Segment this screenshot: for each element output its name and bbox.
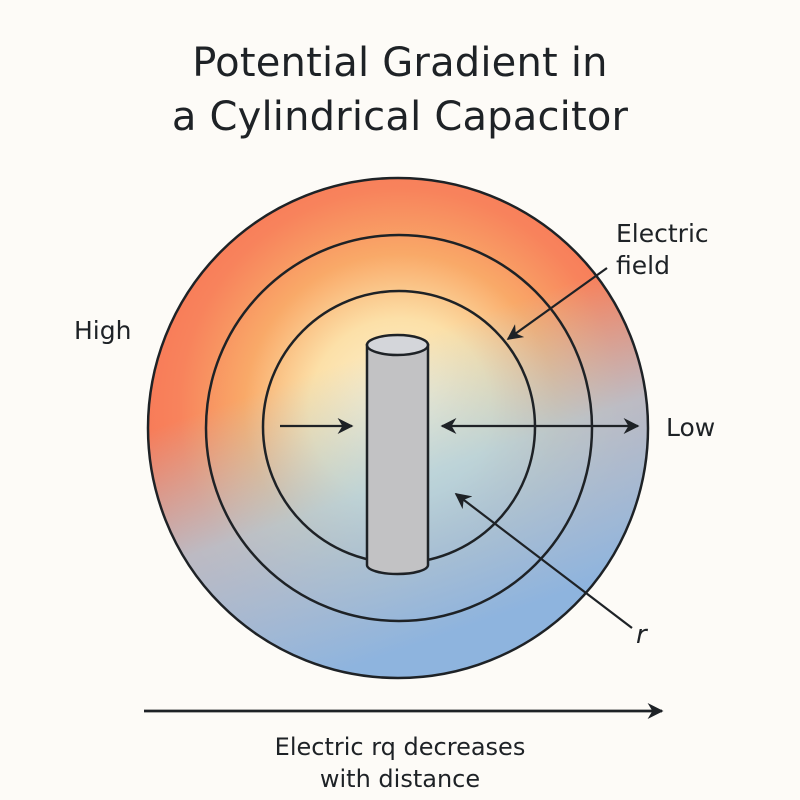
title-line-1: Potential Gradient in bbox=[192, 40, 608, 86]
field-arrows bbox=[144, 267, 664, 719]
electric-field-pointer-arrow bbox=[506, 267, 608, 340]
electric-field-label-line-1: Electric bbox=[616, 219, 709, 248]
radius-label: r bbox=[636, 620, 647, 650]
title-line-2: a Cylindrical Capacitor bbox=[171, 94, 629, 140]
electric-field-label-line-2: field bbox=[616, 251, 670, 280]
caption: Electric rq decreases with distance bbox=[0, 731, 800, 795]
cylinder-top-cap bbox=[365, 333, 430, 357]
electric-field-label: Electric field bbox=[616, 218, 709, 282]
radius-pointer-arrow bbox=[454, 493, 633, 629]
high-potential-label: High bbox=[74, 316, 132, 345]
caption-line-1: Electric rq decreases bbox=[274, 733, 526, 761]
outer-equipotential-circle bbox=[146, 176, 650, 680]
caption-line-2: with distance bbox=[319, 765, 481, 793]
central-conductor-cylinder bbox=[365, 333, 430, 576]
diagram-title: Potential Gradient in a Cylindrical Capa… bbox=[0, 36, 800, 144]
low-potential-label: Low bbox=[666, 413, 716, 442]
